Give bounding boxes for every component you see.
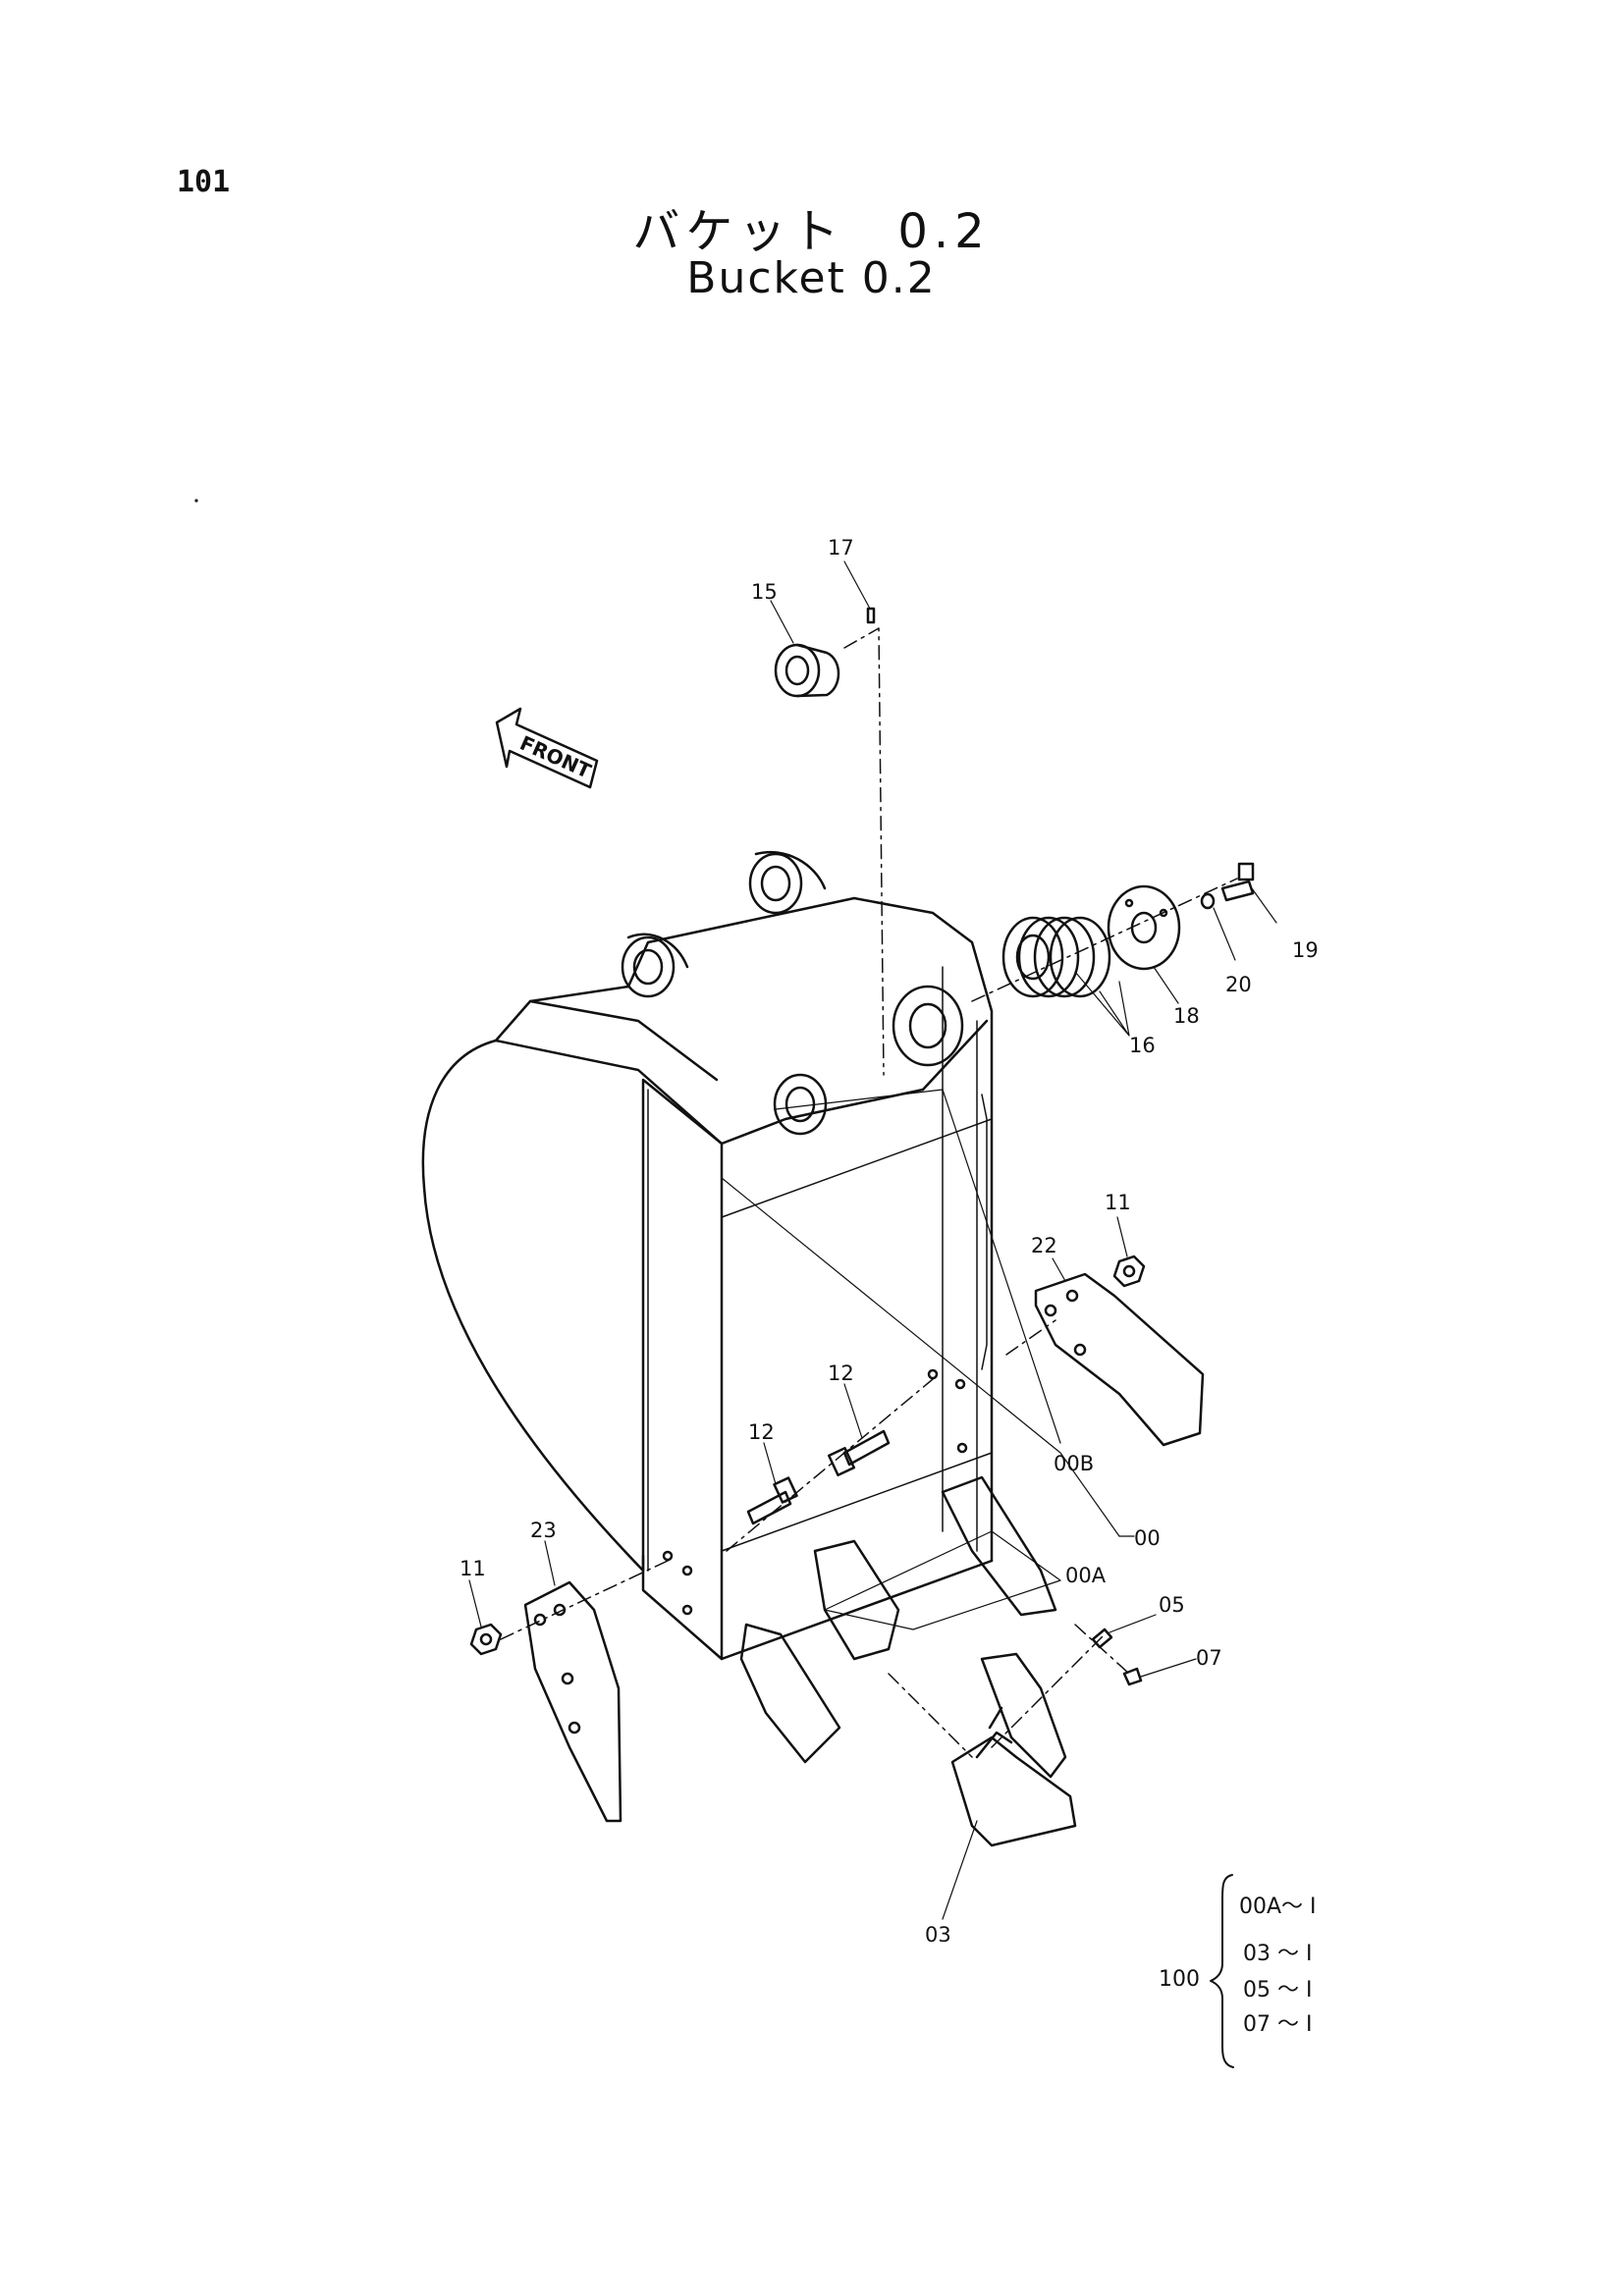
label-07: 07 xyxy=(1196,1646,1222,1670)
label-05: 05 xyxy=(1159,1593,1185,1617)
label-00: 00 xyxy=(1134,1526,1161,1550)
lock-07 xyxy=(1122,1667,1143,1686)
kit-item-00A: 00A～ I xyxy=(1239,1895,1317,1919)
label-22: 22 xyxy=(1031,1234,1057,1257)
bolt-12-lower xyxy=(746,1476,798,1525)
label-20: 20 xyxy=(1225,973,1252,996)
shims-16 xyxy=(1001,916,1111,998)
tooth-03 xyxy=(950,1731,1077,1847)
pin-17 xyxy=(866,607,876,624)
bolt-19 xyxy=(1220,862,1255,902)
label-00B: 00B xyxy=(1054,1452,1094,1475)
label-23: 23 xyxy=(530,1519,557,1542)
kit-item-07: 07 ～ I xyxy=(1243,2012,1313,2037)
bushing-15 xyxy=(774,643,840,698)
label-12-lower: 12 xyxy=(748,1420,775,1444)
side-cutter-23 xyxy=(523,1580,622,1823)
side-cutter-22 xyxy=(1034,1272,1205,1447)
label-19: 19 xyxy=(1292,938,1319,962)
stray-dot xyxy=(194,499,198,503)
bucket-body xyxy=(421,896,994,1661)
title-japanese: バケット 0.2 xyxy=(632,204,991,259)
teeth-adapters xyxy=(739,1475,1067,1779)
nut-11-lower xyxy=(469,1623,503,1656)
kit-item-05: 05 ～ I xyxy=(1243,1978,1313,2002)
label-17: 17 xyxy=(828,536,854,560)
label-11-lower: 11 xyxy=(460,1557,486,1580)
front-arrow-icon: FRONT xyxy=(495,707,599,789)
pin-05 xyxy=(1091,1628,1113,1649)
label-15: 15 xyxy=(751,580,778,604)
label-12-upper: 12 xyxy=(828,1362,854,1385)
page-number: 101 xyxy=(177,165,231,199)
washer-20 xyxy=(1200,892,1216,910)
title-english: Bucket 0.2 xyxy=(686,253,937,303)
label-11-upper: 11 xyxy=(1105,1191,1131,1214)
kit-label: 100 xyxy=(1159,1967,1200,1992)
front-arrow-label: FRONT xyxy=(516,731,595,783)
bolt-12-upper xyxy=(827,1429,891,1477)
label-03: 03 xyxy=(925,1923,951,1947)
nut-11-upper xyxy=(1112,1255,1146,1288)
label-16: 16 xyxy=(1129,1034,1156,1057)
label-18: 18 xyxy=(1173,1004,1200,1028)
kit-brace xyxy=(1210,1874,1234,2068)
plate-18 xyxy=(1107,884,1181,971)
label-00A: 00A xyxy=(1065,1564,1107,1587)
kit-item-03: 03 ～ I xyxy=(1243,1942,1313,1966)
